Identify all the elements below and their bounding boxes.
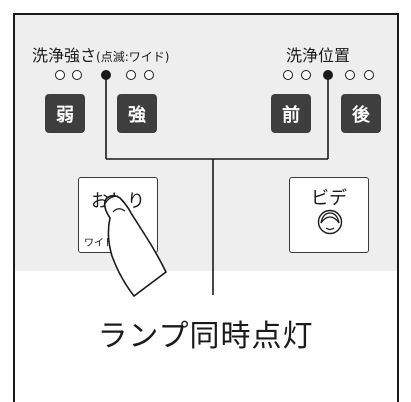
position-lamp-1 bbox=[283, 70, 293, 80]
wide-label: ワイド bbox=[84, 238, 114, 249]
strength-lamp-1 bbox=[55, 70, 65, 80]
strength-lamp-2 bbox=[72, 70, 82, 80]
position-lamp-4 bbox=[345, 70, 355, 80]
weak-button[interactable]: 弱 bbox=[45, 94, 85, 133]
position-lamp-5 bbox=[364, 70, 374, 80]
lamp-caption: ランプ同時点灯 bbox=[97, 319, 314, 354]
front-button[interactable]: 前 bbox=[271, 94, 311, 133]
strong-button[interactable]: 強 bbox=[117, 94, 157, 133]
strength-lamp-5 bbox=[144, 70, 154, 80]
panel-frame bbox=[13, 13, 399, 402]
bidet-label: ビデ bbox=[311, 188, 347, 209]
wash-position-title: 洗浄位置 bbox=[286, 46, 351, 65]
bidet-button[interactable]: ビデ bbox=[289, 177, 369, 253]
wash-strength-title: 洗浄強さ(点滅:ワイド) bbox=[32, 46, 170, 65]
strength-lamp-4 bbox=[126, 70, 136, 80]
position-lamp-2 bbox=[301, 70, 311, 80]
back-button[interactable]: 後 bbox=[341, 94, 381, 133]
woman-face-icon bbox=[317, 209, 343, 235]
finger-press-icon bbox=[103, 194, 168, 298]
wash-strength-note: (点滅:ワイド) bbox=[96, 50, 170, 64]
